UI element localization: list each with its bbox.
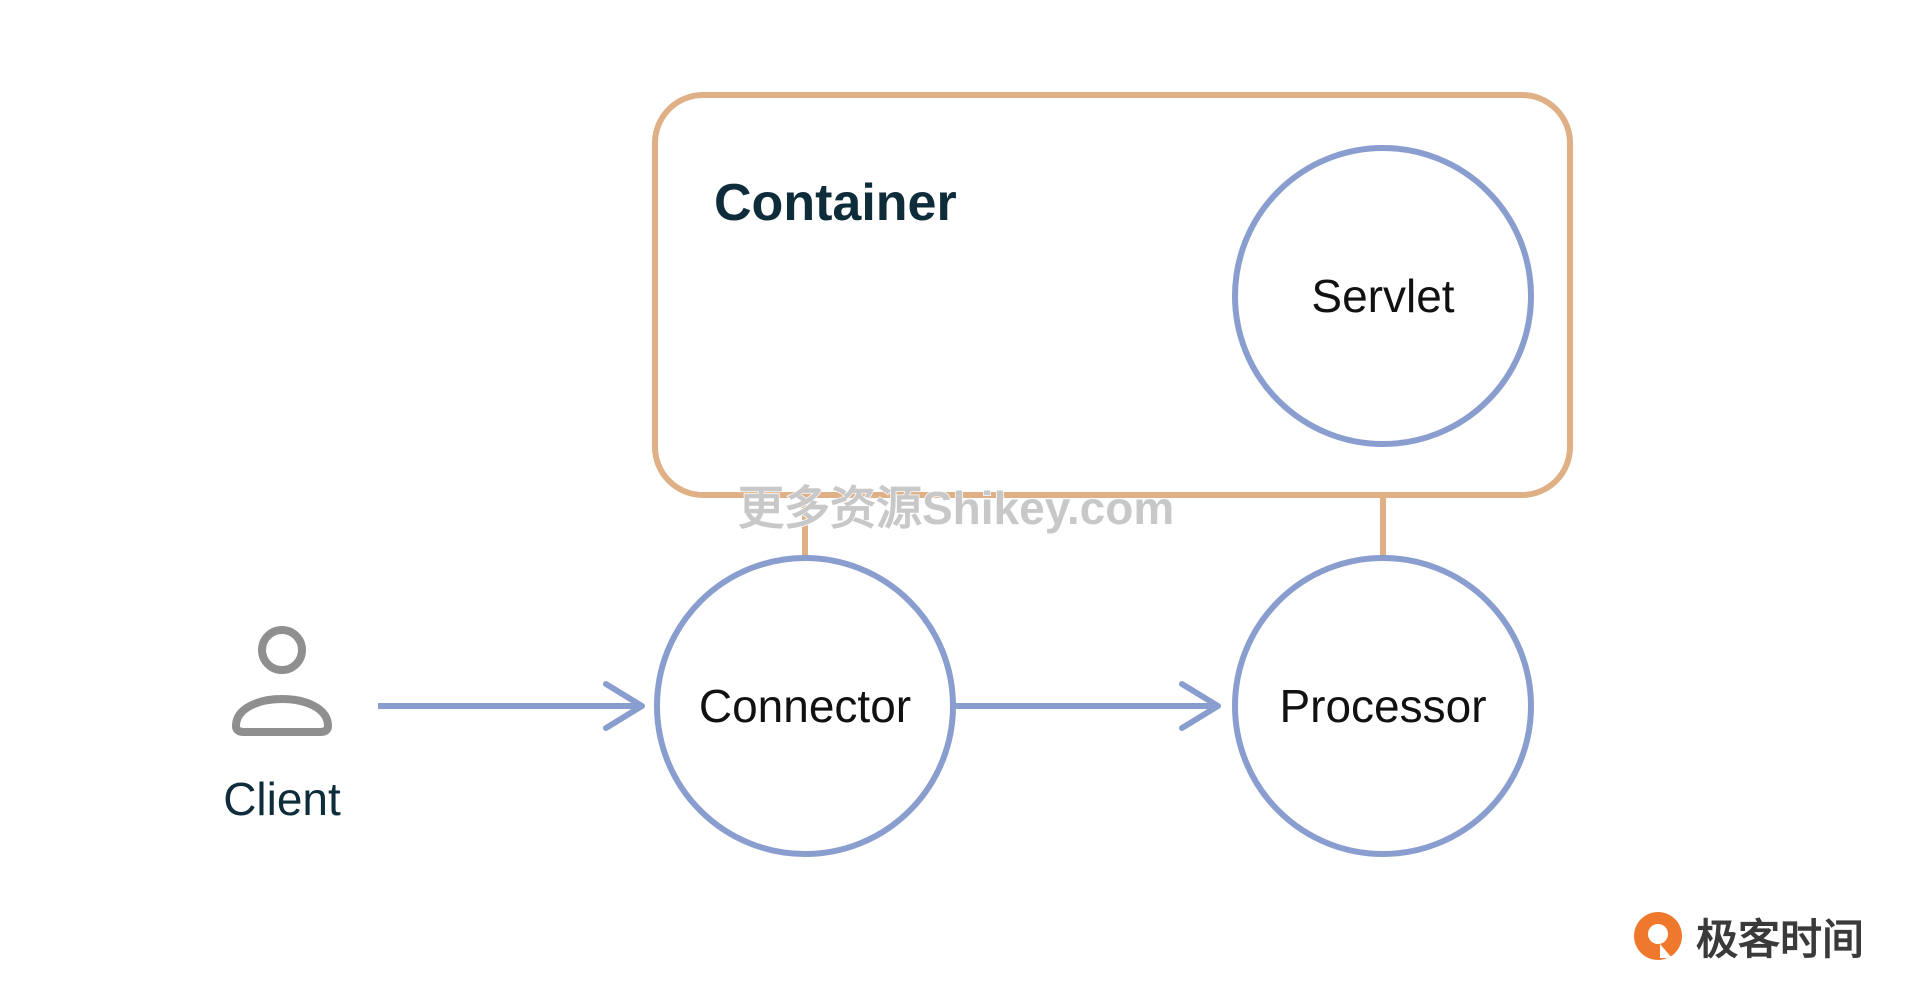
connector-to-processor-arrow <box>955 681 1221 731</box>
servlet-node <box>1232 145 1534 447</box>
geektime-logo-icon <box>1634 912 1682 960</box>
processor-node <box>1232 555 1534 857</box>
watermark-text: 更多资源Shikey.com <box>738 482 1174 534</box>
brand-name: 极客时间 <box>1696 916 1864 963</box>
processor-label: Processor <box>1279 680 1486 732</box>
container-box <box>652 92 1573 498</box>
connector-node <box>654 555 956 857</box>
servlet-label: Servlet <box>1311 270 1454 322</box>
client-label: Client <box>223 773 341 825</box>
container-label: Container <box>714 174 957 232</box>
user-icon <box>232 626 332 736</box>
client-to-connector-arrow <box>378 681 645 731</box>
connector-label: Connector <box>699 680 911 732</box>
